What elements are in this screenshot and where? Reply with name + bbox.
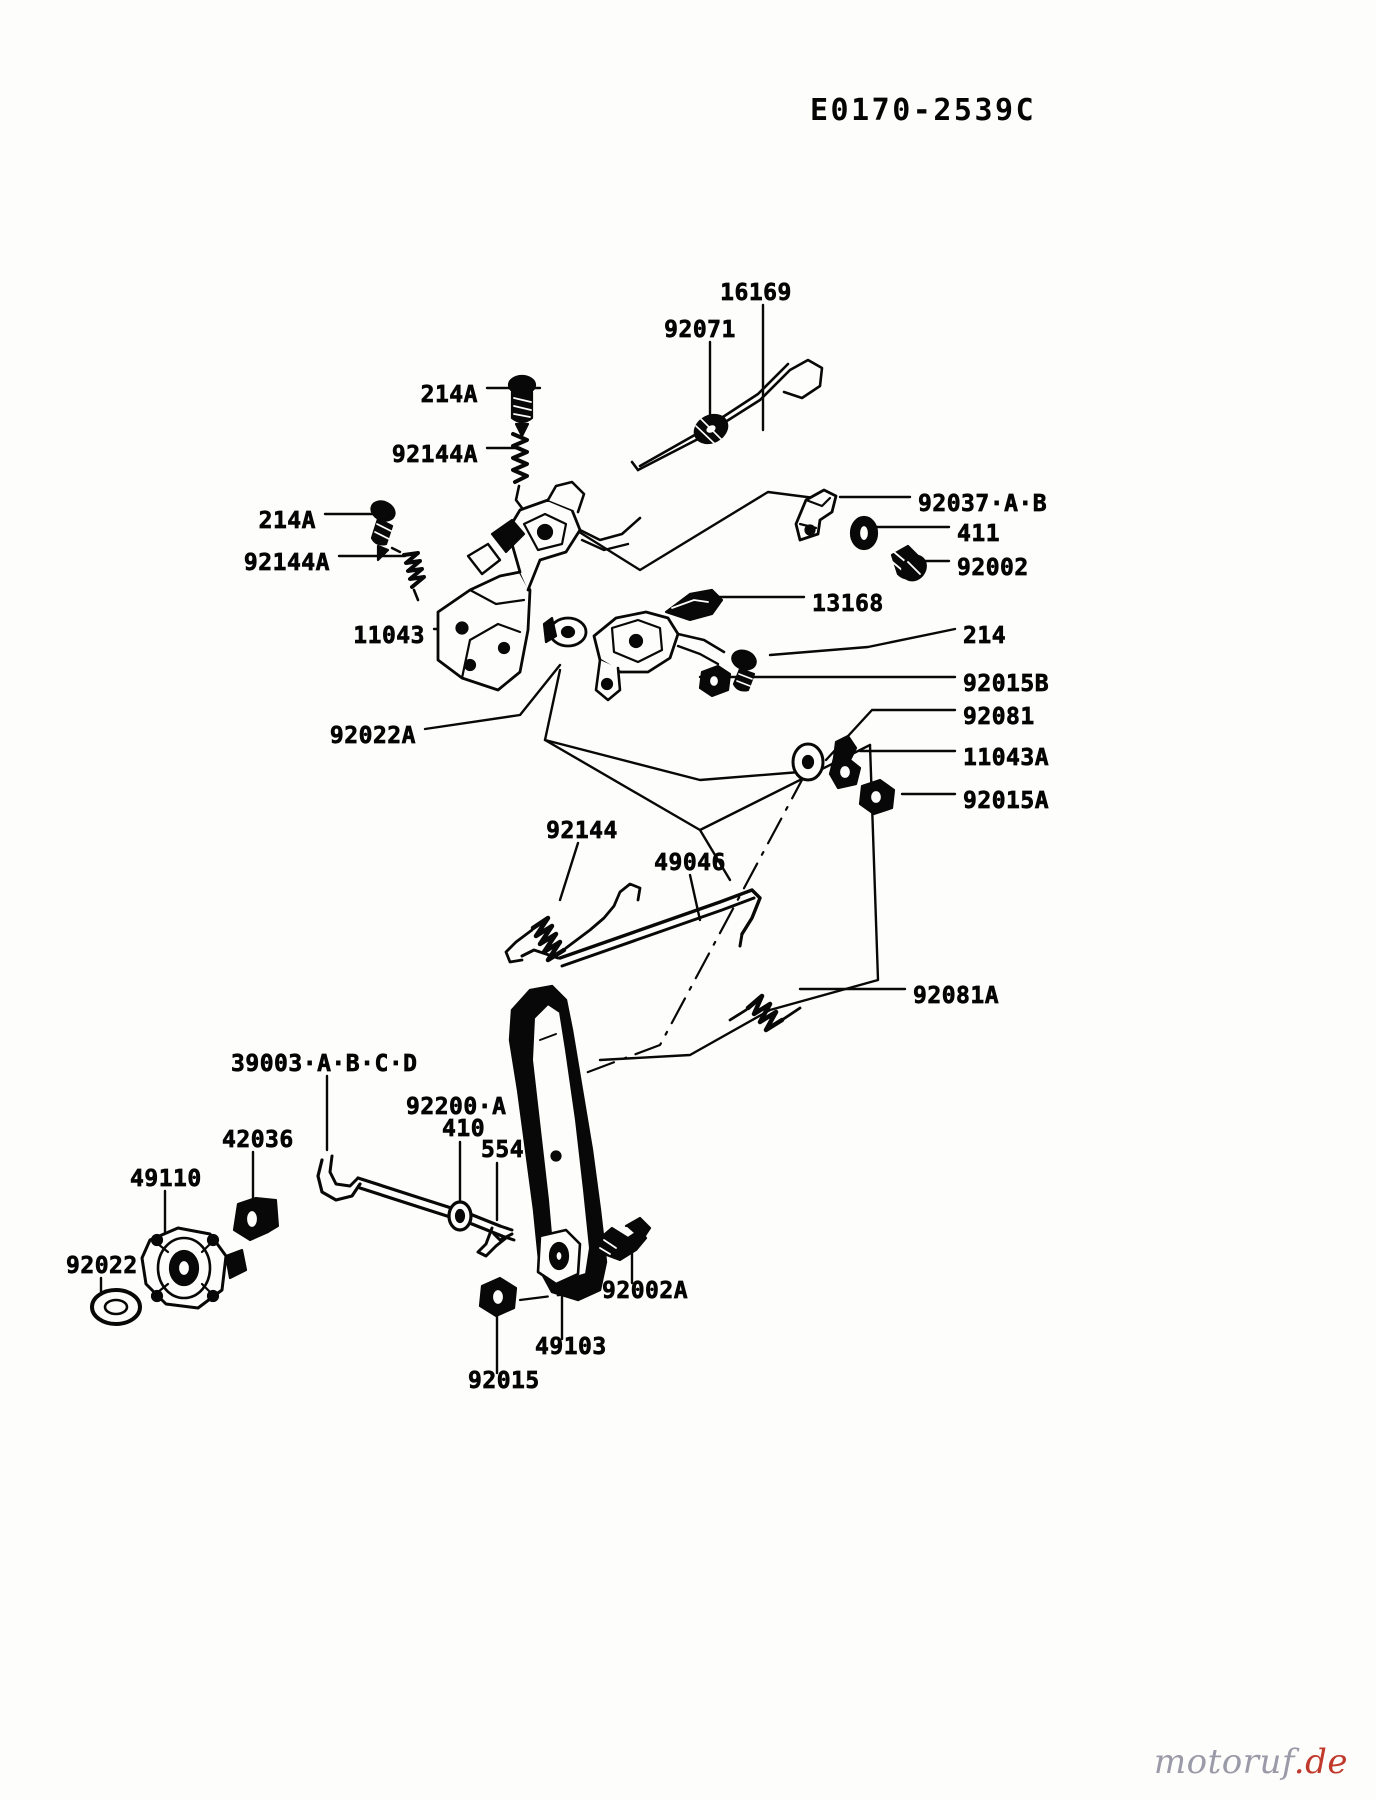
part-16169-rod: [630, 358, 824, 472]
part-label-92015B: 92015B: [963, 671, 1050, 698]
part-label-92071: 92071: [664, 317, 736, 344]
assembly-phantom-lines: [528, 490, 880, 1062]
part-label-92144: 92144: [546, 818, 618, 845]
part-11043-bracket: [436, 480, 642, 692]
part-92022-oring: [90, 1288, 142, 1326]
part-label-410: 410: [442, 1116, 486, 1143]
part-label-11043A: 11043A: [963, 745, 1050, 772]
part-label-42036: 42036: [222, 1127, 294, 1154]
part-92144-spring: [504, 882, 642, 964]
part-92200A-washer: [447, 1200, 473, 1232]
part-411-washer: [849, 515, 879, 551]
part-label-92002A: 92002A: [602, 1278, 689, 1305]
part-92081-washer: [791, 742, 825, 782]
part-92081A-spring: [728, 993, 802, 1033]
part-39003-handle-rod: [316, 1154, 516, 1242]
part-label-92144A-left: 92144A: [243, 550, 330, 577]
part-label-92015: 92015: [468, 1368, 540, 1395]
part-92144A-spring-upper: [511, 418, 529, 510]
site-watermark: motoruf.de: [1154, 1742, 1348, 1782]
part-label-92022A: 92022A: [329, 723, 416, 750]
part-92015A-nut: [858, 778, 896, 816]
part-92015B-nut: [698, 664, 732, 698]
part-label-92002: 92002: [957, 555, 1029, 582]
part-label-92081A: 92081A: [913, 983, 1000, 1010]
part-92144A-spring-left: [390, 546, 426, 602]
part-92015-nut-bottom: [478, 1276, 518, 1318]
diagram-number: E0170-2539C: [810, 93, 1037, 128]
part-13168-lever: [664, 588, 724, 622]
part-11043A-bracket: [828, 734, 862, 790]
part-label-92144A-upper: 92144A: [391, 442, 478, 469]
part-92002A-bolt: [596, 1216, 652, 1262]
part-label-49110: 49110: [130, 1166, 202, 1193]
part-554-cotter-pin: [476, 1226, 514, 1258]
part-label-554: 554: [481, 1137, 525, 1164]
part-label-92081: 92081: [963, 704, 1035, 731]
part-label-411: 411: [957, 521, 1001, 548]
part-214A-screw-left: [370, 500, 396, 562]
main-control-lever: [508, 984, 608, 1302]
watermark-main: motoruf: [1153, 1742, 1294, 1782]
part-cluster-centre-lever: [592, 610, 726, 702]
part-label-92200A: 92200·A: [406, 1094, 507, 1121]
part-label-13168: 13168: [812, 591, 884, 618]
part-label-214: 214: [963, 623, 1007, 650]
part-42036-bushing: [232, 1196, 279, 1242]
part-214A-screw-upper: [507, 374, 537, 438]
part-label-214A-left: 214A: [258, 508, 316, 535]
part-92071-grommet: [693, 413, 729, 447]
part-49046-rod: [520, 888, 762, 968]
part-label-92022: 92022: [66, 1253, 138, 1280]
part-label-92015A: 92015A: [963, 788, 1050, 815]
part-label-49046: 49046: [654, 850, 726, 877]
part-label-11043: 11043: [353, 623, 425, 650]
part-label-214A-upper: 214A: [420, 382, 478, 409]
part-49110-body: [140, 1226, 248, 1310]
part-92002-screw: [889, 544, 927, 582]
part-label-16169: 16169: [720, 280, 792, 307]
part-214-screw: [731, 649, 757, 692]
part-label-49103: 49103: [535, 1334, 607, 1361]
watermark-suffix: .de: [1293, 1742, 1348, 1782]
part-92037-bracket: [794, 488, 838, 542]
part-label-39003: 39003·A·B·C·D: [231, 1051, 418, 1078]
part-label-92037: 92037·A·B: [918, 491, 1048, 518]
part-92022A-washer: [542, 616, 588, 648]
